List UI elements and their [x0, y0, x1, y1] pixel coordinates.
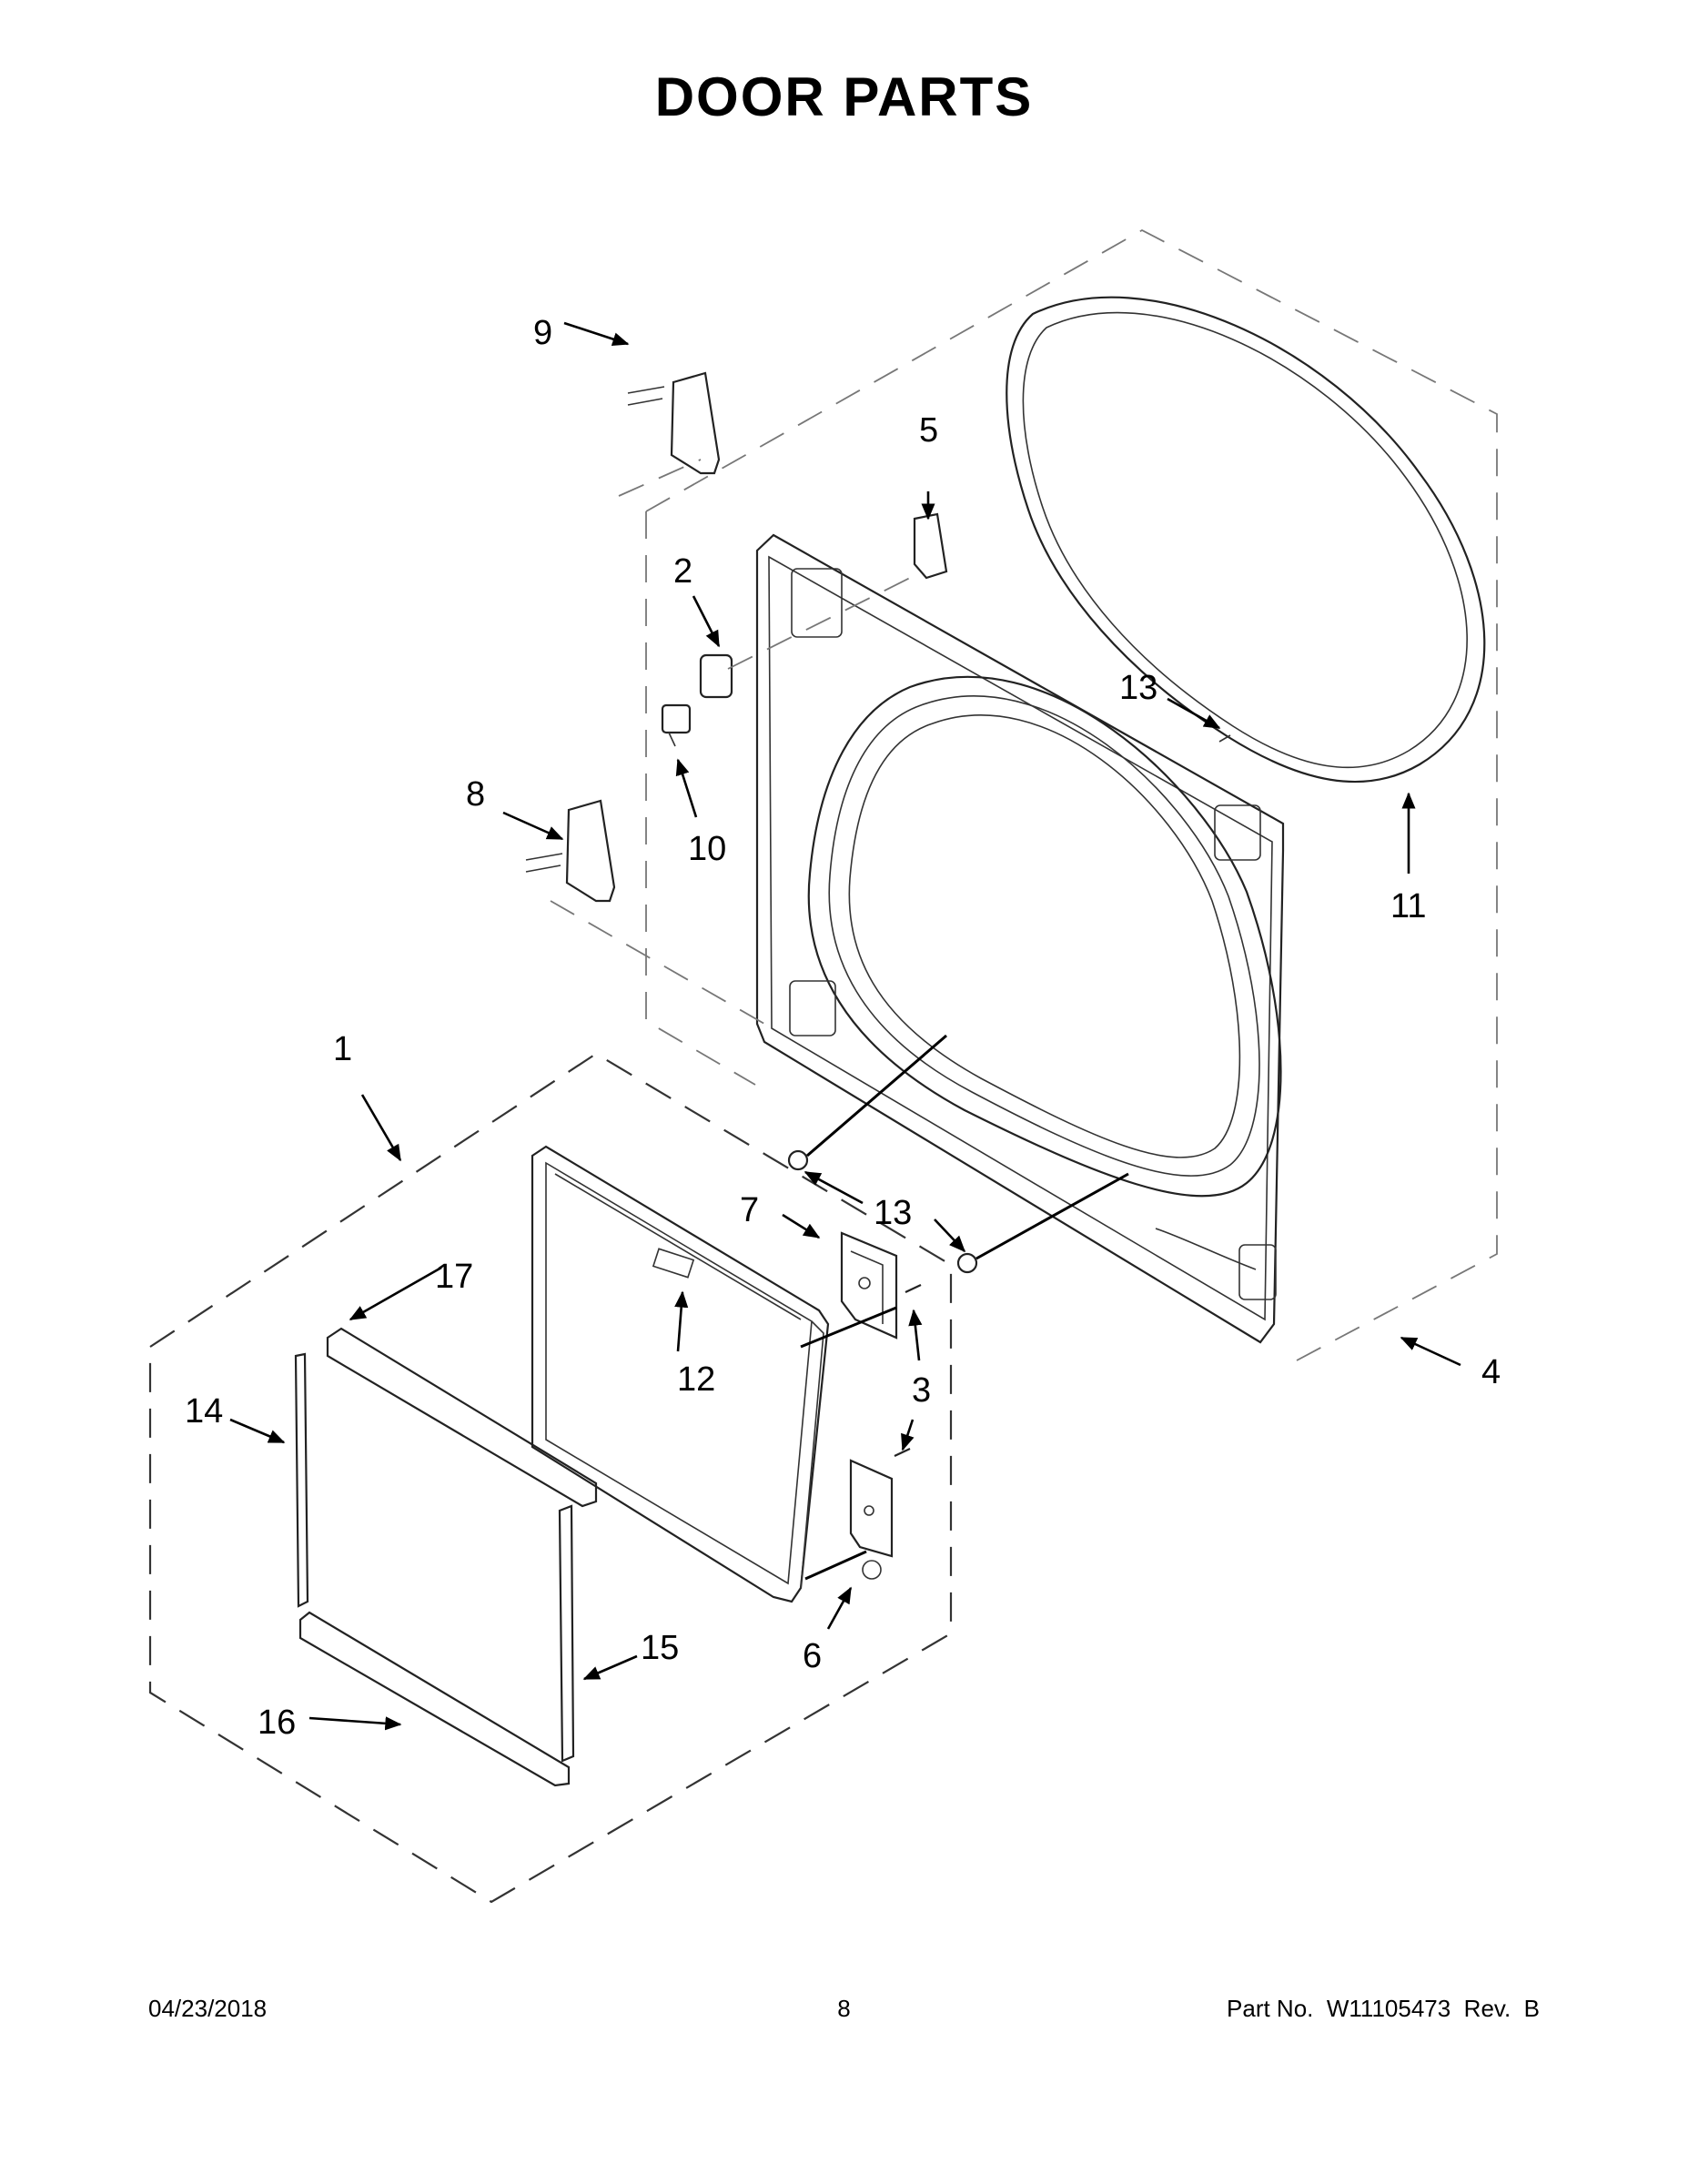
- door-trim-top: [326, 1327, 598, 1508]
- footer-page-number: 8: [837, 1995, 851, 2022]
- callout-14: 14: [185, 1392, 223, 1431]
- door-hinge-lower: [849, 1459, 894, 1580]
- door-trim-left: [294, 1352, 309, 1608]
- callout-17: 17: [435, 1258, 473, 1296]
- callout-9: 9: [533, 314, 552, 352]
- callout-8: 8: [466, 775, 485, 814]
- hinge-cover-lower: [525, 799, 765, 1025]
- door-strike: [699, 577, 911, 699]
- callout-10: 10: [688, 830, 726, 868]
- callout-13-upper: 13: [1119, 669, 1157, 707]
- door-latch: [661, 703, 692, 747]
- footer-date: 04/23/2018: [148, 1995, 268, 2022]
- callout-2: 2: [673, 552, 692, 591]
- callout-13-lower: 13: [874, 1194, 912, 1232]
- inner-door-panel: [755, 533, 1285, 1344]
- callout-7: 7: [740, 1191, 759, 1229]
- callout-3: 3: [912, 1371, 931, 1410]
- inner-door-assembly-outline: [645, 228, 1498, 1361]
- hinge-screws: [894, 1284, 922, 1457]
- callout-4: 4: [1481, 1353, 1501, 1391]
- assembly-lines: [800, 1034, 1129, 1581]
- part-number-label: Part No.: [1227, 1995, 1314, 2022]
- door-screws: [787, 734, 1231, 1274]
- callout-leaders: [229, 321, 1461, 1731]
- outer-door-assembly-outline: [148, 1052, 953, 1904]
- callout-11: 11: [1390, 887, 1426, 925]
- revision-label: Rev.: [1463, 1995, 1511, 2022]
- door-hinge-upper: [840, 1231, 898, 1340]
- callout-6: 6: [803, 1637, 822, 1675]
- callout-5: 5: [919, 411, 938, 450]
- callout-12: 12: [677, 1360, 715, 1399]
- part-number: W11105473: [1326, 1995, 1451, 2022]
- outer-door-panel: [531, 1145, 830, 1603]
- door-trim-right: [558, 1504, 575, 1763]
- callout-15: 15: [641, 1629, 679, 1667]
- callout-labels: 1 2 3 4 5 6 7 8 9 10 11 12 13 13 14 15 1…: [185, 314, 1501, 1742]
- hinge-cover-upper: [618, 371, 721, 497]
- door-trim-bottom: [298, 1611, 571, 1787]
- catch-cover: [913, 512, 948, 580]
- callout-16: 16: [258, 1704, 296, 1742]
- revision: B: [1523, 1995, 1540, 2022]
- door-gasket: [1006, 296, 1486, 784]
- footer-part-info: Part No. W11105473 Rev. B: [1227, 1995, 1540, 2023]
- callout-1: 1: [333, 1030, 352, 1068]
- page-title: DOOR PARTS: [654, 66, 1034, 127]
